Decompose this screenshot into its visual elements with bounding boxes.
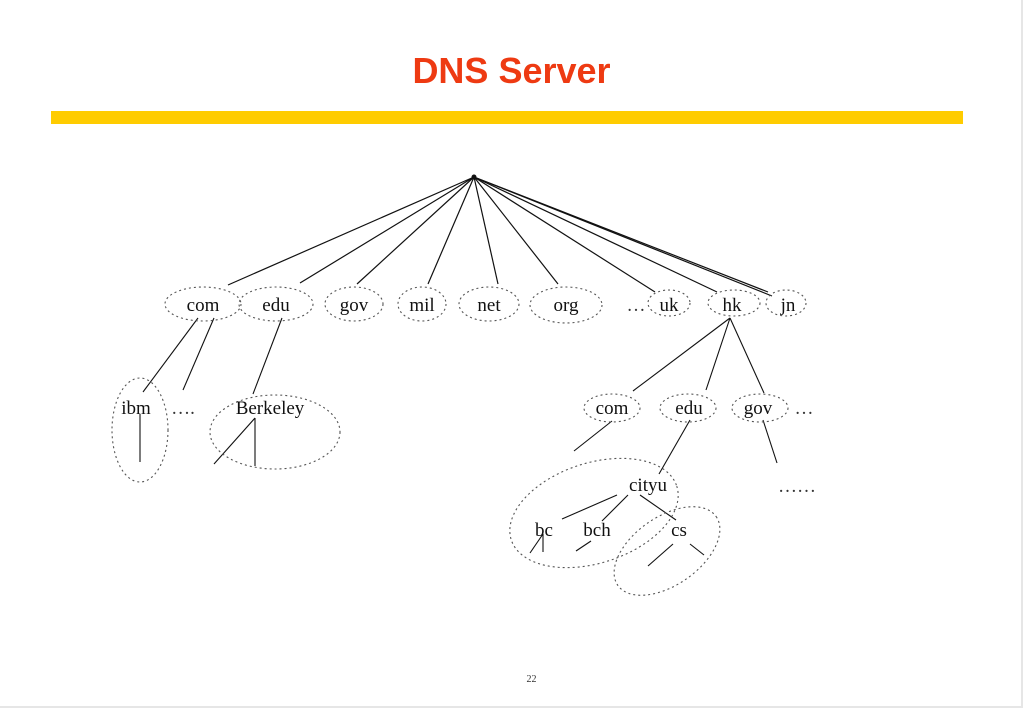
node-hk-com: com	[596, 398, 629, 419]
node-hk-edu: edu	[675, 398, 703, 419]
top-level-ellipsis: …	[627, 295, 646, 316]
hk-zone	[707, 289, 761, 317]
node-edu: edu	[262, 295, 290, 316]
node-com: com	[187, 295, 220, 316]
uk-zone	[647, 289, 691, 317]
root-node	[471, 174, 477, 180]
node-berkeley: Berkeley	[236, 398, 305, 419]
node-bch: bch	[583, 520, 611, 541]
node-hk-gov: gov	[744, 398, 773, 419]
node-mil: mil	[409, 295, 434, 316]
second-level-labels: ibm …. Berkeley com edu gov …	[121, 398, 813, 419]
org-zone	[529, 286, 603, 324]
gov-zone	[324, 286, 384, 322]
mil-zone	[397, 286, 447, 322]
node-net: net	[477, 295, 501, 316]
com-children-ellipsis: ….	[171, 398, 195, 419]
top-level-labels: com edu gov mil net org … uk hk jn	[187, 295, 796, 316]
node-hk: hk	[723, 295, 743, 316]
cs-zone	[613, 506, 721, 596]
title-rule	[51, 111, 963, 124]
hk-gov-zone	[731, 393, 789, 423]
ibm-zone	[111, 377, 169, 483]
node-cityu: cityu	[629, 475, 667, 496]
root-point	[471, 174, 477, 180]
slide-right-edge	[1021, 0, 1023, 708]
fourth-level-labels: bc bch cs	[535, 520, 687, 541]
edu-zone	[238, 286, 314, 322]
node-ibm: ibm	[121, 398, 151, 419]
hk-com-zone	[583, 393, 641, 423]
node-org: org	[554, 295, 579, 316]
node-bc: bc	[535, 520, 553, 541]
node-uk: uk	[660, 295, 680, 316]
node-gov: gov	[340, 295, 369, 316]
third-level-labels: cityu ……	[629, 475, 816, 497]
node-cs: cs	[671, 520, 687, 541]
root-edges	[227, 176, 773, 297]
gov-children-ellipsis: ……	[778, 476, 816, 497]
page-number: 22	[526, 674, 537, 685]
hk-children-ellipsis: …	[795, 398, 814, 419]
jn-zone	[765, 289, 807, 317]
domain-ellipses	[111, 286, 807, 596]
hk-edu-zone	[659, 393, 717, 423]
node-jn: jn	[780, 295, 796, 316]
berkeley-zone	[209, 394, 341, 470]
com-zone	[164, 286, 242, 322]
slide-bottom-edge	[0, 706, 1023, 708]
lower-edges	[139, 317, 778, 567]
net-zone	[458, 286, 520, 322]
slide-title: DNS Server	[412, 50, 611, 91]
cityu-zone	[509, 457, 679, 569]
